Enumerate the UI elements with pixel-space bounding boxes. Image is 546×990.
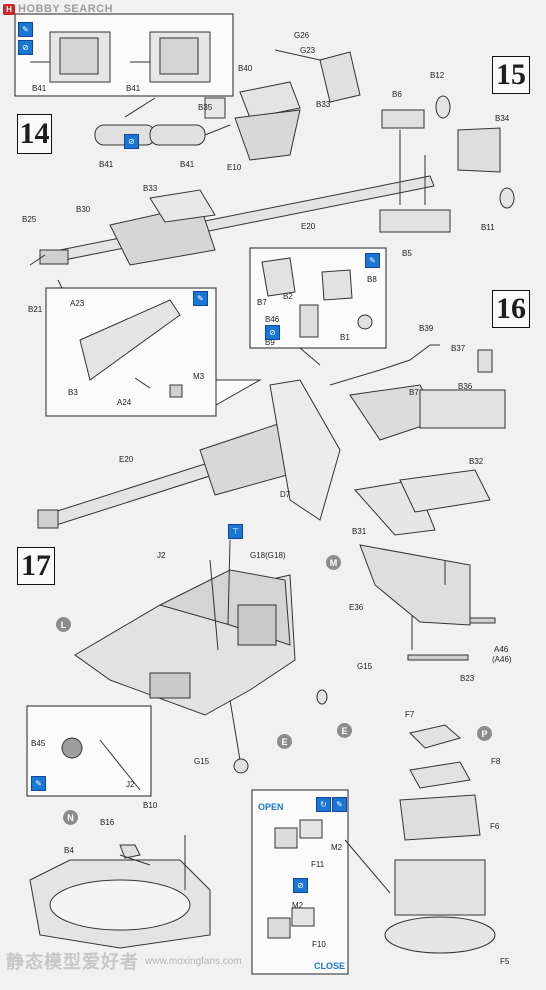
rotate-glue-icon: ↻ (316, 797, 331, 812)
inset-box-a23 (45, 287, 217, 417)
part-label-b33-top: B33 (316, 100, 331, 109)
part-label-b31: B31 (352, 527, 367, 536)
part-label-g15-left: G15 (194, 757, 210, 766)
step-number-14: 14 (17, 114, 52, 154)
part-label-b1: B1 (340, 333, 350, 342)
part-label-b12: B12 (430, 71, 445, 80)
no-glue-icon: ⊘ (265, 325, 280, 340)
part-label-b32: B32 (469, 457, 484, 466)
part-label-b40: B40 (238, 64, 253, 73)
watermark-url: www.moxingfans.com (145, 955, 242, 967)
part-label-b34: B34 (495, 114, 510, 123)
step-number-15: 15 (492, 56, 530, 94)
part-label-a46: A46 (494, 645, 509, 654)
watermark-site-name: 静态模型爱好者 (6, 952, 139, 972)
part-label-b7-gun: B7 (409, 388, 419, 397)
drill-hole-icon: ⊤ (228, 524, 243, 539)
glue-icon: ✎ (193, 291, 208, 306)
part-label-j2-inset: J2 (126, 780, 135, 789)
part-label-b45: B45 (31, 739, 46, 748)
part-label-b7-inset: B7 (257, 298, 267, 307)
marker-l: L (56, 617, 71, 632)
no-glue-icon: ⊘ (18, 40, 33, 55)
part-label-e10: E10 (227, 163, 242, 172)
part-label-b25: B25 (22, 215, 37, 224)
close-callout-title: CLOSE (314, 961, 346, 971)
marker-n: N (63, 810, 78, 825)
inset-box-b45 (26, 705, 152, 797)
moxingfans-watermark: 静态模型爱好者 www.moxingfans.com (6, 948, 242, 974)
part-label-b6: B6 (392, 90, 402, 99)
glue-icon: ✎ (31, 776, 46, 791)
part-label-a23: A23 (70, 299, 85, 308)
part-label-b2: B2 (283, 292, 293, 301)
part-label-g18: G18(G18) (250, 551, 286, 560)
marker-e-left: E (277, 734, 292, 749)
part-label-j2: J2 (157, 551, 166, 560)
no-glue-icon: ⊘ (293, 878, 308, 893)
part-label-b30: B30 (76, 205, 91, 214)
part-label-d7: D7 (280, 490, 291, 499)
part-label-m2-open: M2 (331, 843, 343, 852)
part-label-b35: B35 (198, 103, 213, 112)
open-callout-title: OPEN (258, 802, 284, 812)
part-label-e36: E36 (349, 603, 364, 612)
part-label-b9: B9 (265, 338, 275, 347)
part-label-b41-a: B41 (32, 84, 47, 93)
part-label-b41-d: B41 (180, 160, 195, 169)
hobbysearch-logo-text: HOBBY SEARCH (18, 3, 114, 15)
part-label-b46: B46 (265, 315, 280, 324)
part-label-b21: B21 (28, 305, 43, 314)
part-label-a24: A24 (117, 398, 132, 407)
step-number-17: 17 (17, 547, 55, 585)
part-label-b3: B3 (68, 388, 78, 397)
part-label-b39: B39 (419, 324, 434, 333)
no-glue-icon: ⊘ (124, 134, 139, 149)
part-label-m2-close: M2 (292, 901, 304, 910)
marker-e-right: E (337, 723, 352, 738)
part-label-b16: B16 (100, 818, 115, 827)
part-label-b37: B37 (451, 344, 466, 353)
part-label-g26: G26 (294, 31, 310, 40)
part-label-f7: F7 (405, 710, 415, 719)
part-label-b41-c: B41 (99, 160, 114, 169)
part-label-b8: B8 (367, 275, 377, 284)
part-label-a46-paren: (A46) (492, 655, 512, 664)
part-label-b10: B10 (143, 801, 158, 810)
part-label-e20-gun: E20 (119, 455, 134, 464)
part-label-b41-b: B41 (126, 84, 141, 93)
hobbysearch-logo-mark: H (3, 3, 15, 15)
part-label-b36: B36 (458, 382, 473, 391)
part-label-g15-right: G15 (357, 662, 373, 671)
part-label-b33-mid: B33 (143, 184, 158, 193)
glue-icon: ✎ (18, 22, 33, 37)
hobbysearch-logo: H HOBBY SEARCH (3, 3, 113, 15)
marker-m: M (326, 555, 341, 570)
step-number-16: 16 (492, 290, 530, 328)
part-label-f10: F10 (312, 940, 326, 949)
part-label-e20-top: E20 (301, 222, 316, 231)
part-label-f8: F8 (491, 757, 501, 766)
part-label-f11: F11 (311, 860, 325, 869)
part-label-f6: F6 (490, 822, 500, 831)
part-label-f5: F5 (500, 957, 510, 966)
part-label-b5: B5 (402, 249, 412, 258)
glue-icon: ✎ (332, 797, 347, 812)
part-label-g23: G23 (300, 46, 316, 55)
marker-p: P (477, 726, 492, 741)
part-label-b4: B4 (64, 846, 74, 855)
part-label-b23: B23 (460, 674, 475, 683)
part-label-b11: B11 (481, 223, 495, 232)
glue-icon: ✎ (365, 253, 380, 268)
part-label-m3: M3 (193, 372, 205, 381)
